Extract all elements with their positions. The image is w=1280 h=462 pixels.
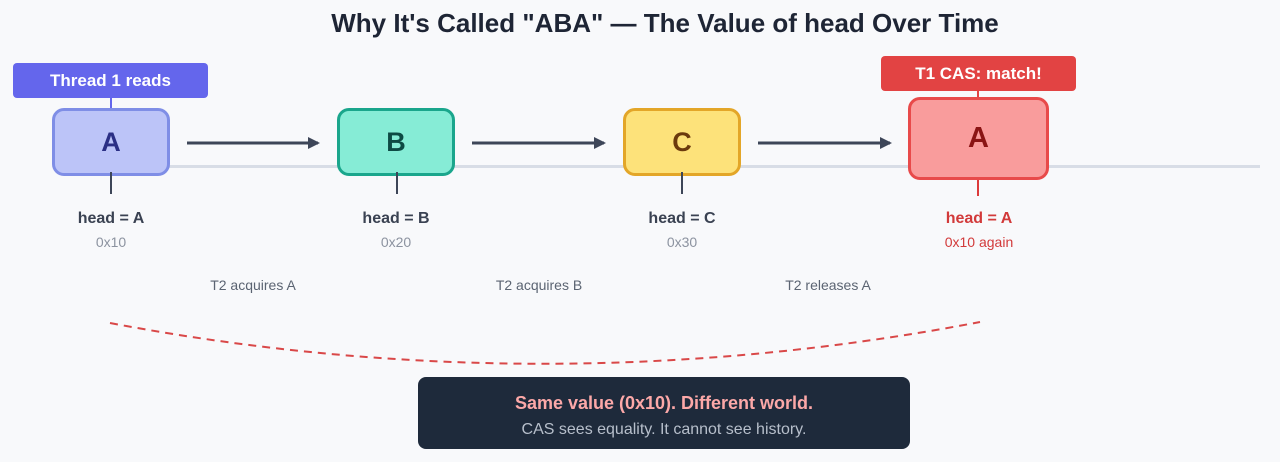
node-a-initial: A	[52, 108, 170, 176]
address-label-a: 0x10	[95, 234, 127, 250]
callout-headline: Same value (0x10). Different world.	[514, 393, 814, 413]
head-label-b: head = B	[362, 210, 430, 227]
diagram-title: Why It's Called "ABA" — The Value of hea…	[331, 8, 999, 38]
step-label-2: T2 acquires B	[495, 277, 583, 293]
address-label-b: 0x20	[380, 234, 412, 250]
head-label-a-again: head = A	[945, 210, 1013, 227]
head-label-c: head = C	[648, 210, 716, 227]
cas-match-badge: T1 CAS: match!	[881, 56, 1076, 91]
tick-a-initial	[110, 172, 112, 194]
aba-arc	[109, 321, 981, 365]
thread1-badge-connector	[110, 98, 112, 110]
node-c: C	[623, 108, 741, 176]
address-label-c: 0x30	[666, 234, 698, 250]
node-a-again: A	[908, 97, 1049, 180]
conclusion-callout: Same value (0x10). Different world. CAS …	[418, 377, 910, 449]
step-label-3: T2 releases A	[785, 277, 871, 293]
head-label-a: head = A	[77, 210, 145, 227]
node-b: B	[337, 108, 455, 176]
thread1-reads-badge: Thread 1 reads	[13, 63, 208, 98]
step-label-1: T2 acquires A	[210, 277, 296, 293]
tick-a-again	[977, 180, 979, 196]
callout-subtext: CAS sees equality. It cannot see history…	[521, 421, 807, 438]
tick-c	[681, 172, 683, 194]
address-label-a-again: 0x10 again	[944, 234, 1014, 250]
tick-b	[396, 172, 398, 194]
